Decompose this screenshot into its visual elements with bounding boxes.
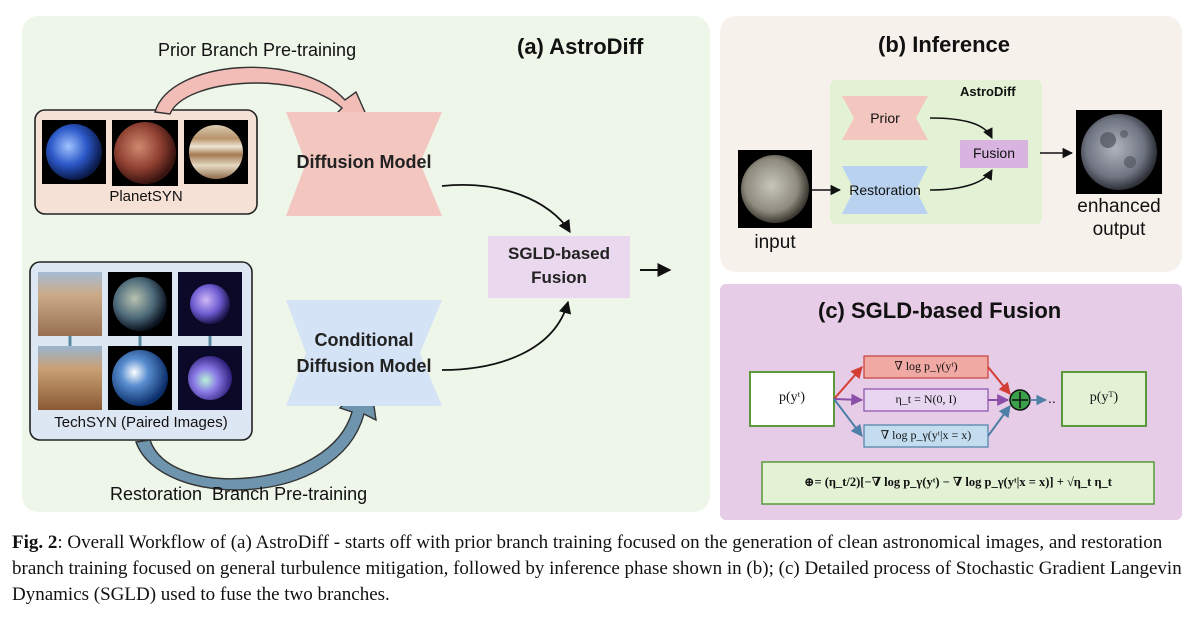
- prior-to-fusion-arrow: [929, 117, 993, 139]
- diffusion-model-label: Diffusion Model: [296, 152, 432, 172]
- ruin-thumb-blurry: [38, 272, 102, 336]
- jupiter-planet-icon: [189, 125, 243, 179]
- red-branch-arrow: [833, 366, 863, 400]
- conditional-diffusion-hourglass: [286, 300, 442, 406]
- output-label-line2: output: [1092, 219, 1146, 240]
- caption-fig-label: Fig. 2: [12, 532, 58, 553]
- sgld-label-line1: SGLD-based: [507, 244, 611, 263]
- restoration-hourglass: [842, 166, 928, 214]
- fusion-small-box: [960, 140, 1028, 168]
- steel-branch-arrow: [833, 398, 863, 437]
- diffusion-to-sgld-arrow: [441, 184, 571, 234]
- p-yt-label: p(yᵗ): [778, 390, 805, 405]
- mars-planet-icon: [114, 122, 176, 184]
- panel-a-title: (a) AstroDiff: [517, 34, 644, 59]
- earth-blurry-icon: [113, 277, 167, 331]
- output-label-line1: enhanced: [1077, 196, 1161, 217]
- diffusion-model-hourglass: [286, 112, 442, 216]
- p-yT-label: p(yᵀ): [1089, 390, 1119, 405]
- dots-label: ..: [1048, 390, 1056, 406]
- steel-merge-arrow: [987, 405, 1011, 437]
- input-label: input: [754, 232, 796, 253]
- fusion-label: Fusion: [972, 145, 1016, 161]
- p-yT-box: [1061, 371, 1147, 427]
- techsyn-label: TechSYN (Paired Images): [54, 414, 228, 431]
- grad-cond-label: ∇ log p_γ(yᵗ|x = x): [880, 428, 972, 442]
- restoration-pretraining-arrow: [135, 376, 377, 491]
- panel-c-title: (c) SGLD-based Fusion: [818, 298, 1062, 323]
- restoration-to-fusion-arrow: [929, 169, 993, 191]
- formula-box: [761, 461, 1155, 505]
- enhanced-moon-icon: [1081, 114, 1157, 190]
- conditional-label-line1: Conditional: [314, 330, 414, 350]
- astrodiff-inner-label: AstroDiff: [960, 84, 1016, 99]
- noise-label: η_t = N(0, I): [895, 392, 957, 406]
- sgld-fusion-box: [488, 236, 630, 298]
- restoration-label: Restoration: [849, 182, 921, 198]
- planetsyn-label: PlanetSYN: [109, 188, 183, 205]
- restoration-pretraining-label: Restoration Branch Pre-training: [110, 484, 368, 504]
- fusion-formula: ⊕= (η_t/2)[−∇ log p_γ(yᵗ) − ∇ log p_γ(yᵗ…: [804, 475, 1112, 489]
- sgld-label-line2: Fusion: [531, 268, 587, 287]
- conditional-label-line2: Diffusion Model: [296, 356, 432, 376]
- blue-planet-icon: [46, 124, 102, 180]
- red-merge-arrow: [987, 366, 1011, 395]
- orb-clean-icon: [188, 356, 232, 400]
- prior-label: Prior: [870, 110, 900, 126]
- grad-prior-label: ∇ log p_γ(yᵗ): [894, 359, 958, 373]
- moon-crater-1: [1100, 132, 1116, 148]
- prior-pretraining-label: Prior Branch Pre-training: [158, 40, 357, 60]
- blurry-moon-icon: [741, 155, 809, 223]
- panel-b-title: (b) Inference: [878, 32, 1011, 57]
- purple-branch-arrow: [833, 393, 864, 406]
- caption-text: : Overall Workflow of (a) AstroDiff - st…: [12, 532, 1182, 605]
- earth-clean-icon: [112, 350, 168, 406]
- figure-caption: Fig. 2: Overall Workflow of (a) AstroDif…: [12, 530, 1190, 608]
- orb-blurry-icon: [190, 284, 230, 324]
- moon-crater-3: [1120, 130, 1128, 138]
- conditional-to-sgld-arrow: [441, 300, 572, 371]
- moon-crater-2: [1124, 156, 1136, 168]
- ruin-thumb-clean: [38, 346, 102, 410]
- prior-hourglass: [842, 96, 928, 140]
